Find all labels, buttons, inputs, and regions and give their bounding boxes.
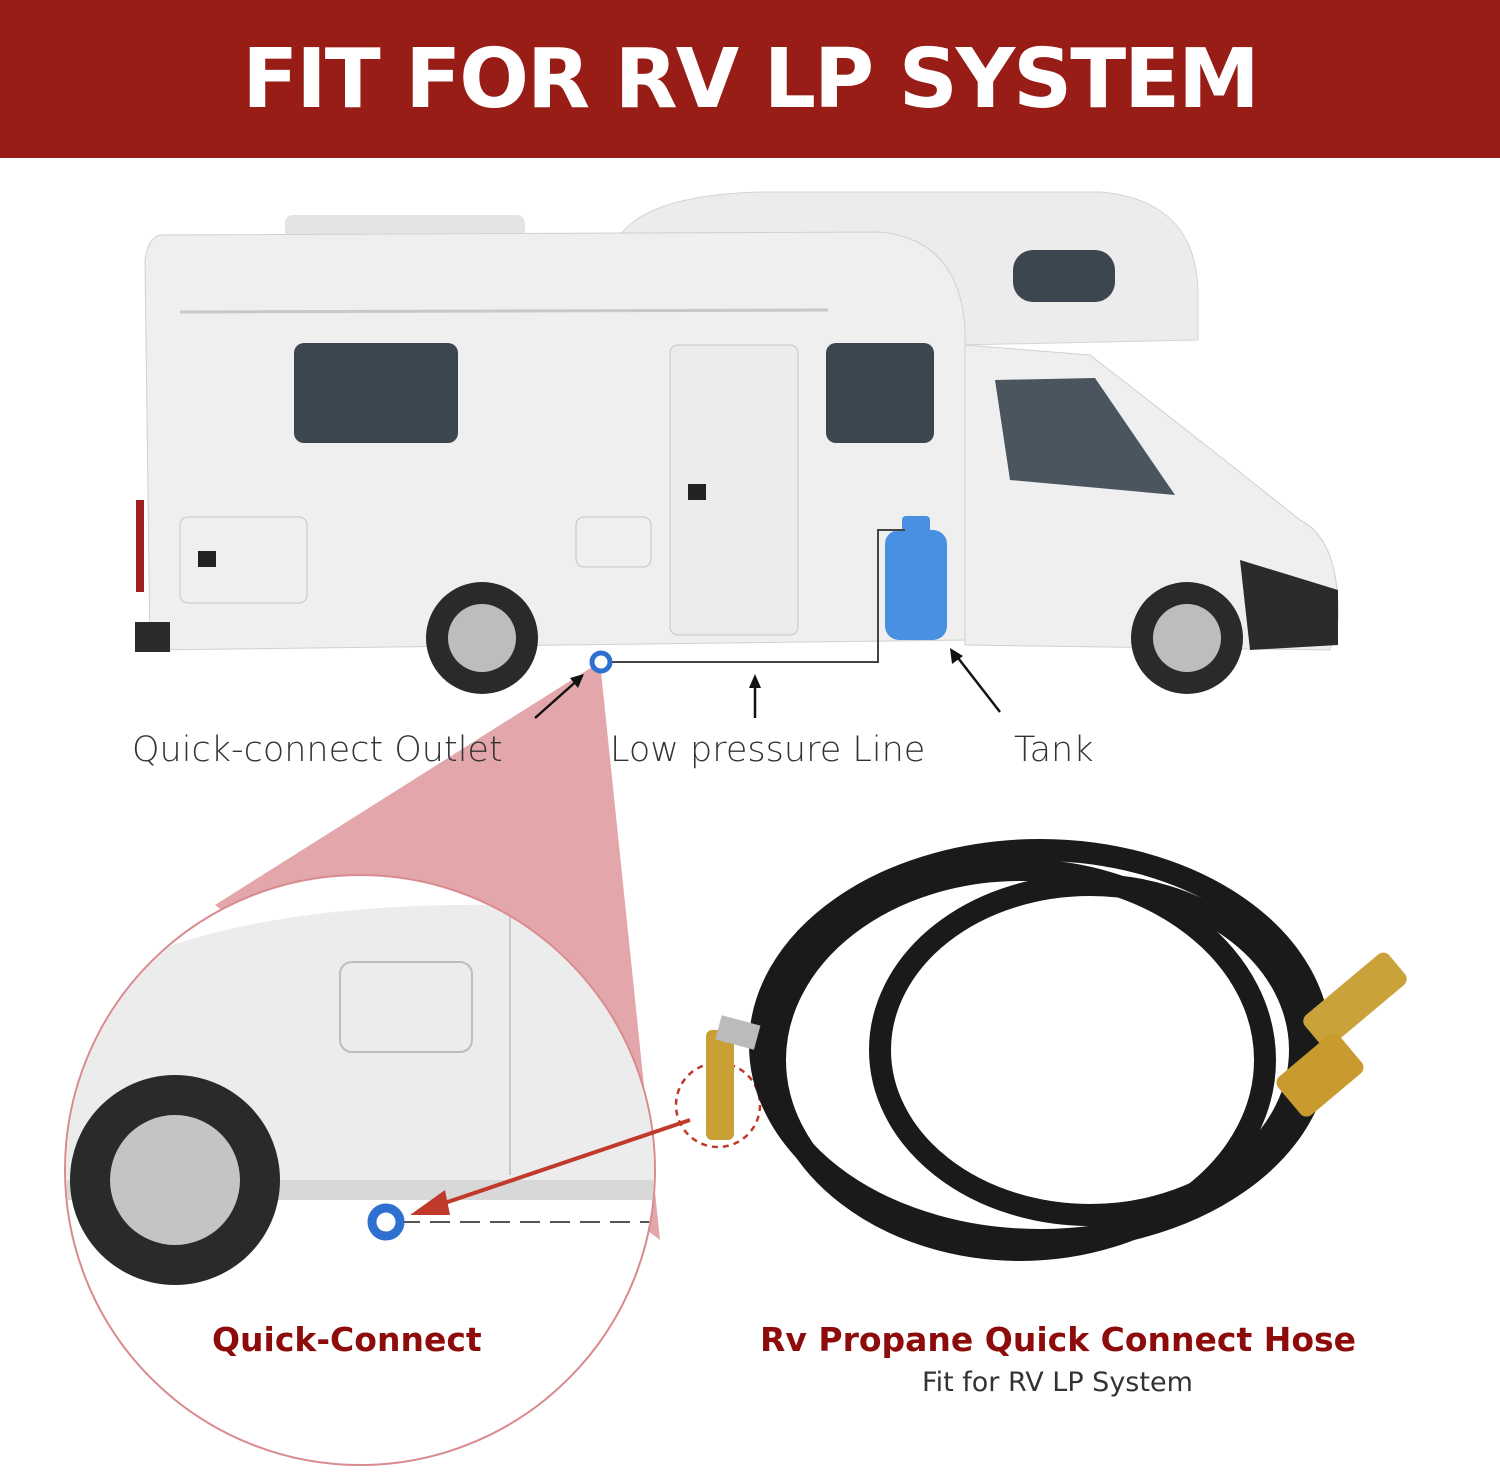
propane-hose-product xyxy=(749,839,1331,1261)
label-low-pressure-line: Low pressure Line xyxy=(610,730,926,770)
front-bumper xyxy=(1240,560,1338,650)
cab-window-upper xyxy=(1013,250,1115,302)
quick-connect-outlet-marker xyxy=(589,650,613,674)
compartment-1 xyxy=(179,516,308,604)
tank-arrowhead xyxy=(950,648,963,664)
rv-illustration xyxy=(135,191,1339,719)
compartment-2 xyxy=(575,516,652,568)
window-1 xyxy=(294,343,458,443)
tail-light xyxy=(136,500,144,592)
fitting-arrowhead xyxy=(410,1190,450,1215)
low-pressure-line xyxy=(610,529,905,663)
compartment-latch xyxy=(198,551,216,567)
zoom-wheel-hub xyxy=(110,1115,240,1245)
plug-ferrule xyxy=(715,1015,761,1050)
header-banner: FIT FOR RV LP SYSTEM xyxy=(0,0,1500,158)
windshield xyxy=(995,378,1175,495)
quick-connect-plug xyxy=(706,1030,734,1140)
product-title: Rv Propane Quick Connect Hose xyxy=(760,1320,1357,1359)
product-subtitle: Fit for RV LP System xyxy=(922,1367,1193,1398)
body-trim-line xyxy=(179,308,829,314)
brass-nut xyxy=(1276,1033,1364,1117)
outlet-pointer-arrow xyxy=(534,677,581,719)
page-title: FIT FOR RV LP SYSTEM xyxy=(242,31,1260,127)
front-wheel-hub xyxy=(1153,604,1221,672)
zoom-circle xyxy=(64,874,656,1466)
window-2 xyxy=(826,343,934,443)
rear-bumper xyxy=(135,622,170,652)
door-handle xyxy=(688,484,706,500)
rv-door xyxy=(669,344,799,636)
label-tank: Tank xyxy=(1014,730,1094,770)
rear-wheel-hub xyxy=(448,604,516,672)
fitting-highlight xyxy=(674,1061,762,1149)
propane-tank-valve xyxy=(902,516,930,534)
propane-tank-icon xyxy=(885,530,947,640)
brass-elbow-fitting xyxy=(1303,952,1407,1048)
label-quick-connect-outlet: Quick-connect Outlet xyxy=(132,730,503,770)
hose-coil xyxy=(764,859,1276,1261)
zoom-outlet-marker xyxy=(367,1203,405,1241)
zoom-compartment xyxy=(339,961,473,1053)
outlet-arrowhead xyxy=(570,674,584,688)
fitting-to-outlet-arrow xyxy=(429,1118,691,1210)
zoom-label-quick-connect: Quick-Connect xyxy=(212,1320,482,1359)
line-arrowhead xyxy=(749,674,761,688)
tank-pointer-arrow xyxy=(954,653,1001,713)
